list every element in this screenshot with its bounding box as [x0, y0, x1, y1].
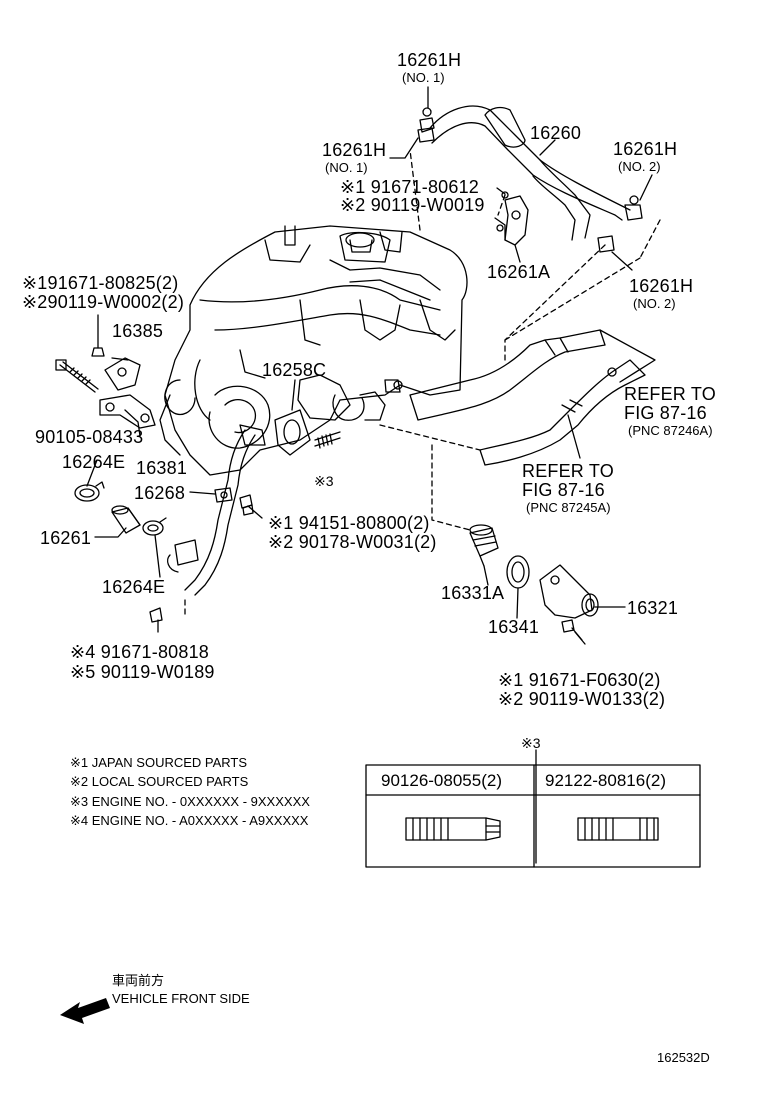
label-91671-80825: ※191671-80825(2): [22, 273, 179, 293]
label-91671-80818: ※4 91671-80818: [70, 642, 209, 662]
nut-94151-80800: [239, 494, 254, 516]
table-col-90126-08055: 90126-08055(2): [381, 771, 502, 790]
bolt-91671-80825: [91, 314, 105, 357]
hose-16260: [429, 105, 631, 241]
label-16264E-top: 16264E: [62, 452, 126, 472]
label-91671-F0630: ※1 91671-F0630(2): [498, 670, 661, 690]
note-2: ※2 LOCAL SOURCED PARTS: [70, 774, 249, 789]
label-refer2-pnc: (PNC 87245A): [526, 500, 611, 515]
leader-lines: [86, 86, 656, 864]
label-16261H-no2-top: 16261H: [613, 139, 678, 159]
parts-table-frame: [365, 764, 701, 868]
label-16385: 16385: [112, 321, 164, 341]
clamp-16261H: [417, 107, 643, 253]
label-star3: ※3: [314, 473, 334, 489]
label-refer2-line1: REFER TO: [522, 461, 614, 481]
label-16261H-no2-bot-sub: (NO. 2): [633, 296, 676, 311]
note-3: ※3 ENGINE NO. - 0XXXXXX - 9XXXXXX: [70, 794, 310, 809]
figure-id: 162532D: [657, 1050, 710, 1065]
label-16261H-no1-mid-sub: (NO. 1): [325, 160, 368, 175]
stud-92122-80816: [577, 817, 659, 841]
label-16331A: 16331A: [441, 583, 505, 603]
label-94151-80800: ※1 94151-80800(2): [268, 513, 430, 533]
label-16381: 16381: [136, 458, 188, 478]
gasket-16258C: [274, 409, 311, 456]
bracket-16385: [104, 357, 141, 391]
label-refer1-pnc: (PNC 87246A): [628, 423, 713, 438]
bracket-16381: [99, 394, 156, 429]
bolt-91671-F0630: [561, 619, 586, 645]
vehicle-front-en: VEHICLE FRONT SIDE: [112, 991, 250, 1006]
housing-16321: [539, 564, 599, 619]
label-90105-08433: 90105-08433: [35, 427, 144, 447]
stud-90126-08055: [405, 817, 501, 841]
label-91671-80612: ※1 91671-80612: [340, 177, 479, 197]
note-1: ※1 JAPAN SOURCED PARTS: [70, 755, 248, 770]
label-90119-W0189: ※5 90119-W0189: [70, 662, 215, 682]
label-90178-W0031: ※2 90178-W0031(2): [268, 532, 437, 552]
label-16268: 16268: [134, 483, 186, 503]
label-refer2-line2: FIG 87-16: [522, 480, 605, 500]
label-16261H-no2-top-sub: (NO. 2): [618, 159, 661, 174]
label-16260: 16260: [530, 123, 582, 143]
label-16261H-no1-mid: 16261H: [322, 140, 387, 160]
label-90119-W0019: ※2 90119-W0019: [340, 195, 485, 215]
hose-refer-87246A: [409, 329, 606, 421]
bolt-91671-80818: [149, 607, 163, 633]
label-16261A: 16261A: [487, 262, 551, 282]
label-90119-W0133: ※2 90119-W0133(2): [498, 689, 666, 709]
label-16261H-no2-bot: 16261H: [629, 276, 694, 296]
hose-16261: [111, 505, 141, 534]
label-16261H-no1-top-sub: (NO. 1): [402, 70, 445, 85]
label-refer1-line1: REFER TO: [624, 384, 716, 404]
gasket-16341: [506, 555, 530, 589]
vehicle-front-jp: 車両前方: [112, 973, 165, 988]
label-refer1-line2: FIG 87-16: [624, 403, 707, 423]
label-16261H-no1-top: 16261H: [397, 50, 462, 70]
bracket-16261A: [494, 191, 529, 246]
label-16261: 16261: [40, 528, 92, 548]
label-16321: 16321: [627, 598, 679, 618]
thermostat-16331A: [469, 524, 499, 567]
vehicle-front-arrow: [60, 998, 110, 1024]
hose-refer-87245A: [479, 359, 646, 466]
clamp-16264E-lower: [142, 517, 167, 536]
pipe-16268: [167, 424, 266, 596]
label-16258C: 16258C: [262, 360, 327, 380]
bolt-90105-08433: [55, 359, 99, 393]
label-16341: 16341: [488, 617, 540, 637]
stud: [314, 431, 341, 449]
label-90119-W0002: ※290119-W0002(2): [22, 292, 185, 312]
label-16264E-bot: 16264E: [102, 577, 166, 597]
engine-block: [159, 225, 468, 476]
note-4: ※4 ENGINE NO. - A0XXXXX - A9XXXXX: [70, 813, 309, 828]
clamp-16264E: [74, 481, 105, 502]
table-col-92122-80816: 92122-80816(2): [545, 771, 666, 790]
table-marker: ※3: [521, 735, 541, 751]
